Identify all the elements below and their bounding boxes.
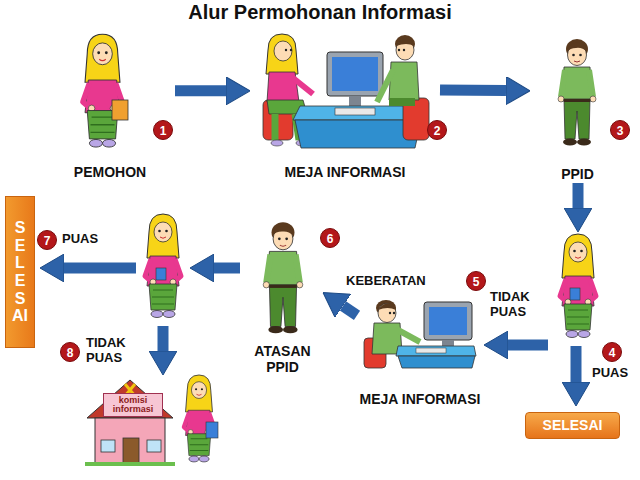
step-label: KEBERATAN <box>346 274 446 289</box>
desk-figure <box>263 34 429 148</box>
flow-arrow <box>175 85 226 96</box>
applicant-figure <box>145 214 181 318</box>
house-sign: komisi informasi <box>103 393 163 417</box>
title: Alur Permohonan Informasi <box>0 1 640 24</box>
arrow <box>573 183 584 208</box>
supervisor-figure <box>263 222 303 333</box>
end-box: SELESAI <box>525 412 620 439</box>
applicant-figure <box>560 234 596 338</box>
callout-number: 7 <box>37 230 57 250</box>
callout-number: 4 <box>602 342 622 362</box>
branch-label: TIDAK PUAS <box>490 290 550 320</box>
actor: PEMOHON <box>45 28 175 180</box>
callout-number: 6 <box>320 228 340 248</box>
folder <box>206 422 218 438</box>
phone <box>156 268 166 280</box>
node-label: komisi informasi <box>106 396 160 415</box>
callout-number: 1 <box>153 120 173 140</box>
desk-station: MEJA INFORMASI <box>250 25 440 180</box>
desk-figure <box>364 300 476 368</box>
figures <box>83 34 596 466</box>
node-label: PPID <box>561 166 594 182</box>
node-label: MEJA INFORMASI <box>285 164 406 180</box>
arrow <box>158 326 169 351</box>
arrow <box>214 263 240 274</box>
node-label: SELESAI <box>12 219 28 325</box>
folder <box>112 100 128 120</box>
applicant-figure <box>184 375 214 462</box>
branch-label: PUAS <box>592 366 636 381</box>
arrow <box>64 263 136 274</box>
actor: ATASAN PPID <box>242 215 323 375</box>
actor: PPID <box>530 30 625 182</box>
desk-station: MEJA INFORMASI <box>357 295 483 407</box>
flow-arrow <box>343 306 357 316</box>
flow-arrows <box>64 183 578 382</box>
callout-number: 2 <box>427 120 447 140</box>
node-label: MEJA INFORMASI <box>360 391 481 407</box>
node-label: PEMOHON <box>74 164 146 180</box>
callout-number: 5 <box>466 271 486 291</box>
branch-label: TIDAK PUAS <box>86 336 146 366</box>
arrow <box>508 340 548 351</box>
applicant-figure <box>83 34 122 147</box>
house <box>85 380 175 466</box>
ppid-figure <box>558 39 596 146</box>
end-bar: SELESAI <box>5 196 35 348</box>
flow-arrow <box>440 84 506 96</box>
node-label: SELESAI <box>543 417 603 433</box>
callout-number: 8 <box>60 342 80 362</box>
branch-label: PUAS <box>62 232 106 247</box>
phone <box>570 288 580 300</box>
node-label: ATASAN PPID <box>242 343 323 375</box>
arrow <box>571 346 582 382</box>
callout-number: 3 <box>610 120 630 140</box>
